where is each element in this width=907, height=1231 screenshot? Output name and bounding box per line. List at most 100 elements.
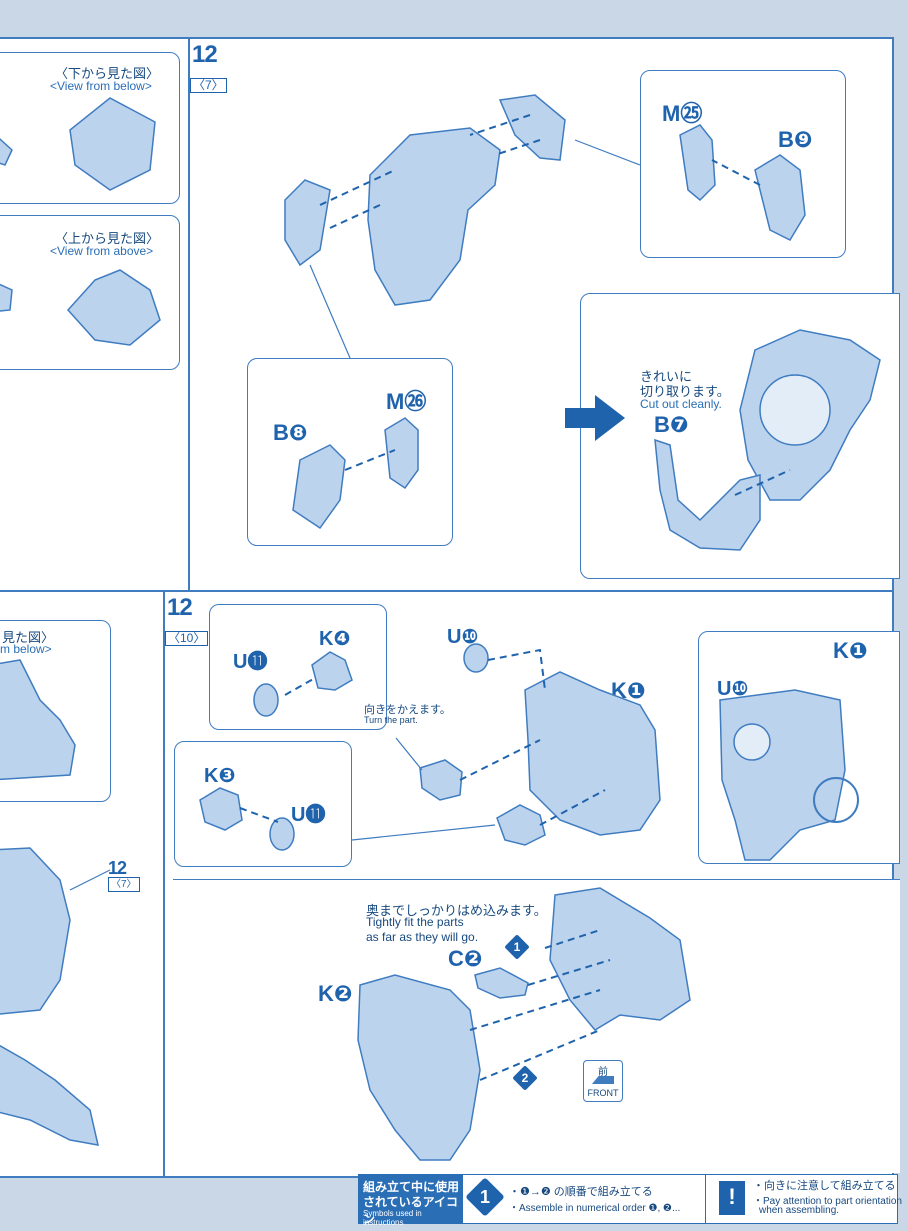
guide-line-7 [734,469,791,496]
part-b7 [654,438,761,551]
part-label-u10-right: U❿ [717,678,749,700]
part-u10-top [463,643,489,673]
legend-attention-en-2: when assembling. [759,1205,840,1216]
legend-title-en: Symbols used in instructions [363,1209,422,1227]
guide-line-4 [494,139,541,156]
part-turn-a [419,759,463,801]
step-sub-ref: 〈7〉 [190,78,227,93]
highlight-circle [813,777,859,823]
order-marker-1-text: 1 [513,940,521,954]
part-u10-right-ring [733,723,771,761]
view-below-jp: 〈下から見た図〉 [55,66,160,81]
part-u11-bottom [269,817,295,851]
legend-order-jp: ・❶→❷ の順番で組み立てる [509,1186,653,1198]
part-k1-right [719,689,846,861]
view-below-en: <View from below> [50,79,152,93]
part-label-k3: K❸ [204,765,236,787]
part-cut-ring [759,374,831,446]
guide-line-11 [539,789,606,826]
guide-line-9 [487,648,546,691]
part-u11-top [253,683,279,717]
callout-line-5 [69,869,111,891]
turn-note-en: Turn the part. [364,715,418,725]
step-number: 12 [192,41,218,68]
cut-note-jp-2: 切り取ります。 [640,384,730,399]
bottom-left-ref-number: 12 [108,858,127,878]
guide-line-13 [527,959,611,986]
cut-note-jp-1: きれいに [640,369,693,384]
view-above-jp: 〈上から見た図〉 [55,231,160,246]
part-turn-b [496,804,546,846]
fit-note-en-1: Tightly fit the parts [366,915,464,929]
partial-part-left-2 [0,283,13,312]
symbol-legend: 組み立て中に使用 されているアイコン Symbols used in instr… [358,1174,902,1227]
part-k3 [199,787,243,831]
part-m26 [384,417,419,490]
guide-line-1 [319,169,396,206]
part-label-u10-top: U❿ [447,626,479,648]
callout-line-2 [309,264,351,359]
part-label-u11-bottom: U⓫ [291,804,326,826]
partial-part-bottom-left-2 [0,847,71,1015]
callout-line-1 [574,139,641,166]
part-label-b8: B❽ [273,420,308,445]
partial-part-left-1 [0,138,13,166]
part-b9 [754,154,806,241]
part-b8 [292,444,346,530]
bottom-left-ref-sub: 〈7〉 [108,877,140,892]
legend-order-icon-text: 1 [479,1187,490,1207]
front-indicator-en: FRONT [587,1088,619,1098]
bottom-left-view-en: m below> [0,642,52,656]
part-label-u11-top: U⓫ [233,651,268,673]
legend-order-en: ・Assemble in numerical order ❶, ❷... [509,1203,681,1214]
part-c2 [474,967,529,999]
legend-attention-en-1: ・Pay attention to part orientation [753,1196,902,1207]
small-part-right [498,94,566,161]
guide-line-3 [469,114,531,136]
step-b-sub-ref: 〈10〉 [165,631,209,646]
part-k1-main [524,671,661,836]
front-indicator: 前 FRONT [583,1060,623,1102]
guide-line-5 [711,159,761,186]
part-k4 [311,651,353,691]
legend-attention-icon-text: ! [728,1184,736,1209]
part-label-m26: M㉖ [386,389,427,414]
part-label-k1-right: K❶ [833,638,868,663]
order-marker-2-text: 2 [521,1071,529,1085]
legend-divider [705,1175,706,1223]
part-body-assembly [549,887,691,1031]
front-arrow-icon [592,1076,614,1084]
fit-note-en-2: as far as they will go. [366,930,479,944]
callout-line-4 [351,824,496,841]
part-label-m25: M㉕ [662,101,703,126]
detail-box-m25-b9 [640,70,846,258]
big-arrow-icon [565,395,625,441]
turn-note-jp: 向きをかえます。 [364,704,451,716]
partial-part-bottom-left-3 [0,1044,99,1146]
main-shield-part [367,127,501,306]
part-label-b7: B❼ [654,412,689,437]
part-view-below [69,97,156,191]
cut-note-en: Cut out cleanly. [640,397,722,411]
part-k2 [357,974,481,1161]
part-label-k2: K❷ [318,981,353,1006]
view-above-en: <View from above> [50,244,154,258]
part-label-k4: K❹ [319,628,351,650]
legend-title-jp-1: 組み立て中に使用 [363,1180,460,1194]
part-label-b9: B❾ [778,127,813,152]
step-b-number: 12 [167,594,193,621]
bottom-left-view-jp: 見た図〉 [2,630,55,645]
guide-line-10 [459,739,541,781]
guide-line-12 [239,807,279,823]
detail-box-u11-k4 [209,604,387,730]
legend-attention-jp: ・向きに注意して組み立てる [753,1180,896,1192]
front-indicator-jp: 前 [598,1067,608,1078]
part-label-c2: C❷ [448,946,483,971]
guide-line-2 [329,204,381,229]
small-part-left [284,179,331,267]
legend-title: 組み立て中に使用 されているアイコン Symbols used in instr… [359,1175,463,1227]
guide-line-14 [469,989,601,1031]
part-m25 [679,124,716,202]
